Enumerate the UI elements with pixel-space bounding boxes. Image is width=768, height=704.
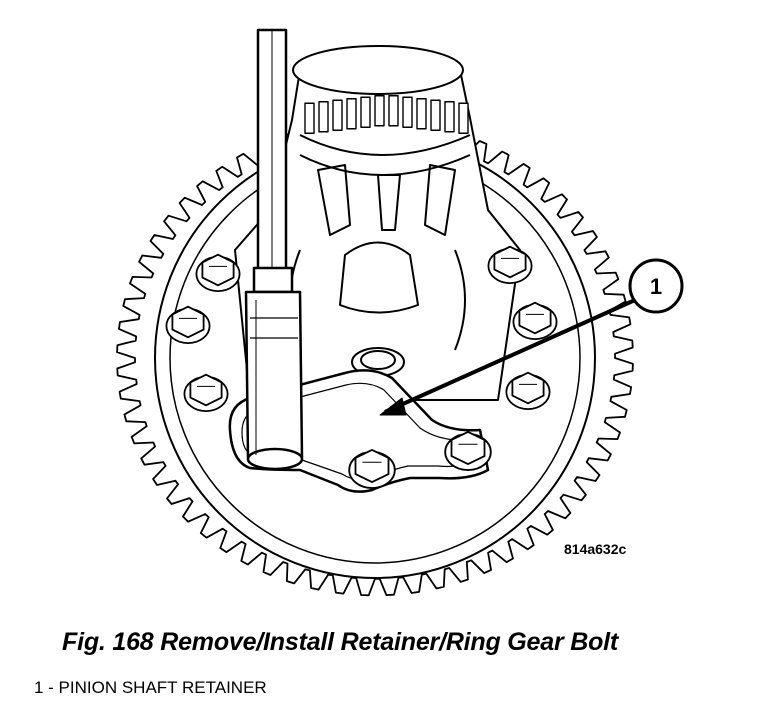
figure-caption: Fig. 168 Remove/Install Retainer/Ring Ge… <box>62 628 619 656</box>
differential-illustration: 1 814a632c <box>116 28 684 597</box>
legend-item: 1 - PINION SHAFT RETAINER <box>34 678 267 697</box>
figure-id: 814a632c <box>564 541 627 557</box>
callout-number: 1 <box>650 274 662 299</box>
carrier-bearing <box>304 95 469 134</box>
retainer-bolts <box>348 430 492 489</box>
differential-case <box>234 45 521 401</box>
socket-wrench-tool <box>244 28 304 471</box>
callout-1 <box>379 258 684 416</box>
callout-circle <box>628 258 684 314</box>
ring-gear-bolts <box>165 245 558 412</box>
